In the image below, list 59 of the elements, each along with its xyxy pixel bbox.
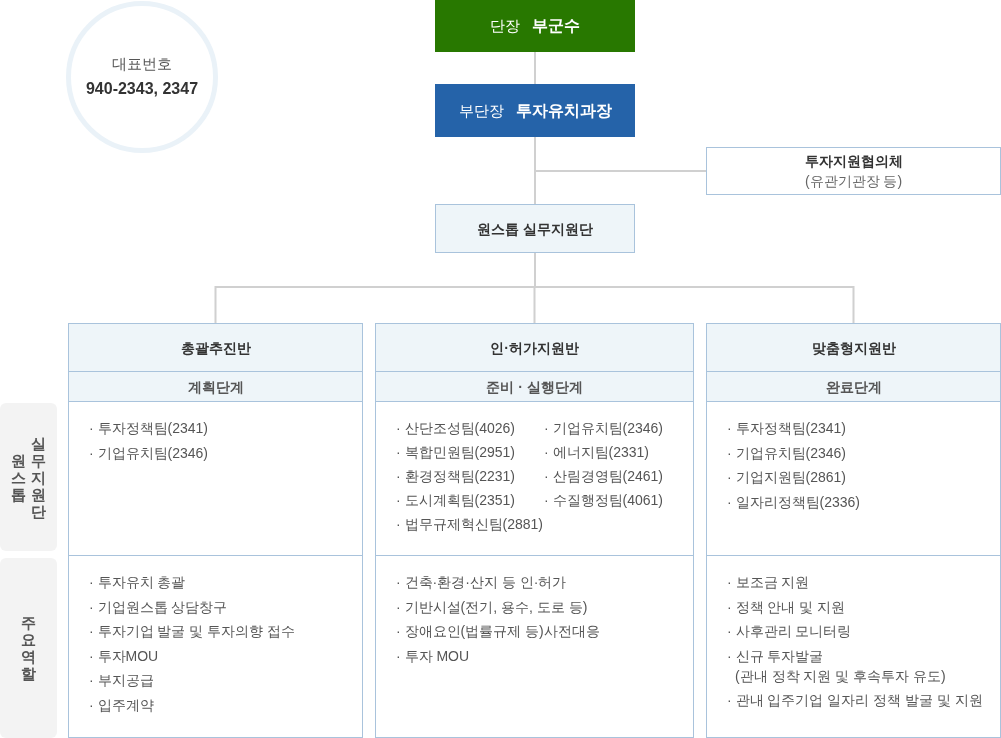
- row-header-text: 원스톱 실무지원단: [9, 434, 48, 520]
- role-item: · 투자 MOU: [396, 646, 470, 666]
- position-box: [435, 0, 635, 52]
- phone-number: 940-2343, 2347: [85, 79, 199, 99]
- team-item: · 환경정책팀(2231): [396, 467, 516, 486]
- division-title: 총괄추진반: [180, 339, 251, 358]
- position-title: 단장: [490, 16, 520, 36]
- role-item: · 장애요인(법률규제 등)사전대응: [396, 622, 600, 641]
- stage-label: 계획단계: [187, 377, 244, 397]
- role-item: · 사후관리 모니터링: [727, 622, 852, 641]
- stage-band: [707, 371, 1000, 402]
- stage-label: 준비 · 실행단계: [486, 377, 583, 397]
- council-box: [706, 147, 1001, 195]
- stage-band: [69, 371, 362, 402]
- position-box: [435, 84, 635, 137]
- division-title: 인·허가지원반: [490, 339, 579, 358]
- role-item: · 투자MOU: [89, 646, 159, 666]
- team-item: · 기업유치팀(2346): [89, 443, 209, 463]
- role-item: · 관내 입주기업 일자리 정책 발굴 및 지원: [727, 691, 983, 710]
- division-column: [375, 323, 694, 738]
- team-item: · 투자정책팀(2341): [727, 419, 847, 438]
- team-item: · 기업유치팀(2346): [544, 419, 664, 438]
- role-item: · 기업원스톱 상담창구: [89, 597, 228, 617]
- role-item: · 정책 안내 및 지원: [727, 597, 846, 617]
- role-item: · 보조금 지원: [727, 573, 810, 592]
- role-item: · 기반시설(전기, 용수, 도로 등): [396, 597, 588, 617]
- position-holder: 부군수: [532, 16, 580, 36]
- council-name: 투자지원협의체: [804, 152, 903, 171]
- team-item: · 에너지팀(2331): [544, 443, 650, 462]
- role-item: · 건축·환경·산지 등 인·허가: [396, 573, 567, 592]
- division-column: [706, 323, 1001, 738]
- council-note: (유관기관장 등): [804, 172, 903, 191]
- stage-band: [376, 371, 693, 402]
- team-item: · 수질행정팀(4061): [544, 491, 664, 510]
- team-item: · 기업유치팀(2346): [727, 443, 847, 463]
- row-header-text: 주요역할: [20, 614, 37, 682]
- role-item: · 입주계약: [89, 695, 154, 715]
- division-column: [68, 323, 363, 738]
- connector-line: [534, 136, 536, 205]
- role-item: · 투자유치 총괄: [89, 573, 186, 592]
- stage-label: 완료단계: [825, 377, 882, 397]
- team-item: · 투자정책팀(2341): [89, 419, 209, 438]
- unit-title: 원스톱 실무지원단: [477, 219, 593, 239]
- role-item: · 신규 투자발굴 (관내 정착 지원 및 후속투자 유도): [727, 646, 946, 686]
- team-item: · 기업지원팀(2861): [727, 468, 847, 487]
- position-holder: 투자유치과장: [515, 100, 612, 121]
- role-item: · 투자기업 발굴 및 투자의향 접수: [89, 622, 296, 641]
- team-item: · 산림경영팀(2461): [544, 467, 664, 486]
- team-item: · 도시계획팀(2351): [396, 491, 516, 510]
- position-title: 부단장: [458, 100, 504, 121]
- team-item: · 법무규제혁신팀(2881): [396, 515, 544, 534]
- role-item: · 부지공급: [89, 671, 154, 690]
- team-item: · 복합민원팀(2951): [396, 443, 516, 462]
- connector-line: [534, 51, 536, 85]
- division-title: 맞춤형지원반: [811, 339, 896, 358]
- team-item: · 산단조성팀(4026): [396, 419, 516, 438]
- team-item: · 일자리정책팀(2336): [727, 492, 861, 512]
- unit-box: [435, 204, 635, 253]
- phone-label: 대표번호: [112, 54, 172, 74]
